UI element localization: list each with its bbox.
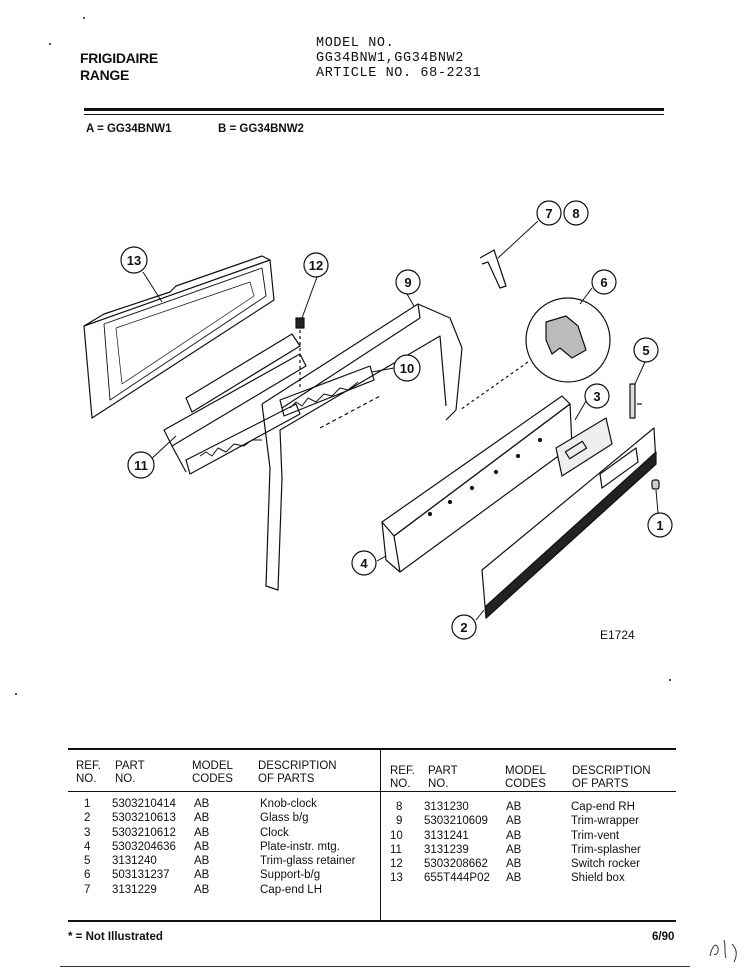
part-clock (555, 417, 613, 477)
table-column-divider (380, 750, 381, 920)
part-shield-box (83, 255, 275, 419)
variant-b-legend: B = GG34BNW2 (218, 123, 304, 135)
exploded-parts-diagram: 13 12 9 7 8 6 5 10 3 11 4 1 2 (15, 17, 673, 695)
part-trim-vent (279, 365, 381, 429)
variant-a-legend: A = GG34BNW1 (86, 123, 172, 135)
model-info: MODEL NO. GG34BNW1,GG34BNW2 ARTICLE NO. … (316, 36, 481, 81)
svg-text:5: 5 (642, 343, 649, 358)
leader-lines (142, 220, 659, 621)
svg-text:4: 4 (360, 556, 368, 571)
svg-text:2: 2 (460, 620, 467, 635)
svg-text:3: 3 (593, 389, 600, 404)
callout-6: 6 (591, 269, 617, 295)
not-illustrated-note: * = Not Illustrated (68, 931, 163, 943)
svg-text:9: 9 (404, 275, 411, 290)
svg-text:6: 6 (600, 275, 607, 290)
table-rule-bottom (68, 920, 676, 922)
model-label: MODEL NO. (316, 36, 395, 51)
callout-10: 10 (393, 354, 421, 382)
part-trim-splasher (163, 333, 307, 475)
header-rule-thick (84, 108, 664, 111)
svg-text:12: 12 (309, 258, 323, 273)
handwritten-initials-mark (709, 939, 737, 963)
callout-9: 9 (395, 269, 421, 295)
callout-3: 3 (584, 383, 610, 409)
part-support-bg-detail (459, 297, 611, 411)
figure-id: E1724 (600, 628, 635, 642)
product-type: RANGE (80, 67, 130, 83)
model-numbers: GG34BNW1,GG34BNW2 (316, 51, 464, 66)
header-rule-thin (84, 114, 664, 115)
callout-4: 4 (351, 550, 377, 576)
svg-text:7: 7 (545, 206, 552, 221)
callout-2: 2 (451, 614, 477, 640)
part-glass-backguard (481, 427, 657, 619)
brand-name: FRIGIDAIRE (80, 50, 158, 66)
svg-text:13: 13 (127, 253, 141, 268)
svg-text:11: 11 (134, 458, 148, 473)
article-number: ARTICLE NO. 68-2231 (316, 66, 482, 81)
page-bottom-rule (60, 966, 690, 967)
header-ref-no: REF.NO. (76, 760, 101, 785)
callout-7: 7 (536, 200, 562, 226)
callout-11: 11 (127, 451, 155, 479)
callout-8: 8 (563, 200, 589, 226)
part-cap-end (479, 249, 507, 289)
callout-1: 1 (647, 512, 673, 538)
header-ref-no-right: REF.NO. (390, 765, 415, 790)
svg-text:1: 1 (656, 518, 663, 533)
callout-12: 12 (303, 252, 329, 278)
part-clock-knob (651, 479, 660, 490)
brand-block: FRIGIDAIRE RANGE (80, 50, 158, 84)
table-rule-top (68, 748, 676, 750)
revision-date: 6/90 (652, 931, 675, 943)
part-trim-wrapper (261, 303, 463, 591)
part-instrument-plate (381, 395, 573, 573)
part-trim-glass-retainer (629, 383, 642, 419)
table-rule-header (68, 791, 676, 792)
callout-13: 13 (120, 246, 148, 274)
svg-text:10: 10 (400, 361, 414, 376)
callout-5: 5 (633, 337, 659, 363)
svg-text:8: 8 (572, 206, 579, 221)
